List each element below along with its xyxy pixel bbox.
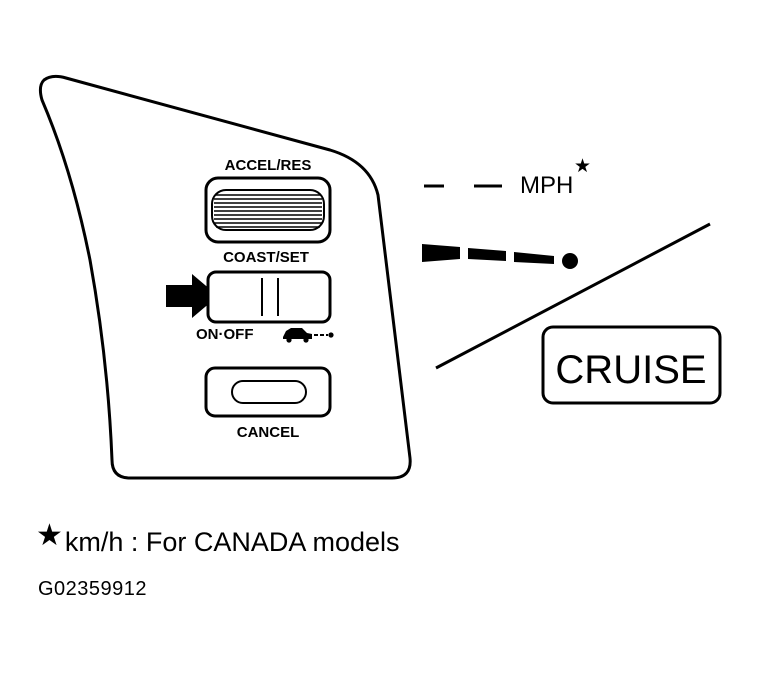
star-icon: ★	[574, 156, 591, 177]
divider-line	[435, 222, 711, 370]
cruise-lamp-text: CRUISE	[555, 348, 706, 392]
on-off-switch[interactable]	[206, 270, 332, 324]
car-speed-icon	[283, 328, 334, 343]
cruise-indicator-lamp: CRUISE	[541, 325, 722, 405]
footnote-text: km/h : For CANADA models	[64, 527, 400, 557]
coast-set-label: COAST/SET	[223, 249, 309, 266]
figure-code: G02359912	[38, 578, 148, 600]
star-icon: ★	[36, 519, 63, 552]
accel-res-label: ACCEL/RES	[225, 157, 312, 174]
cancel-button[interactable]	[204, 366, 332, 418]
mph-label: MPH	[520, 172, 573, 199]
cancel-label: CANCEL	[237, 424, 300, 441]
accel-coast-lever[interactable]	[204, 176, 332, 244]
callout-leader	[422, 244, 578, 269]
footnote: ★km/h : For CANADA models	[36, 518, 400, 558]
pointer-arrow-icon	[166, 274, 218, 318]
lever-ridges-icon	[214, 194, 322, 228]
on-off-label: ON·OFF	[196, 326, 254, 343]
